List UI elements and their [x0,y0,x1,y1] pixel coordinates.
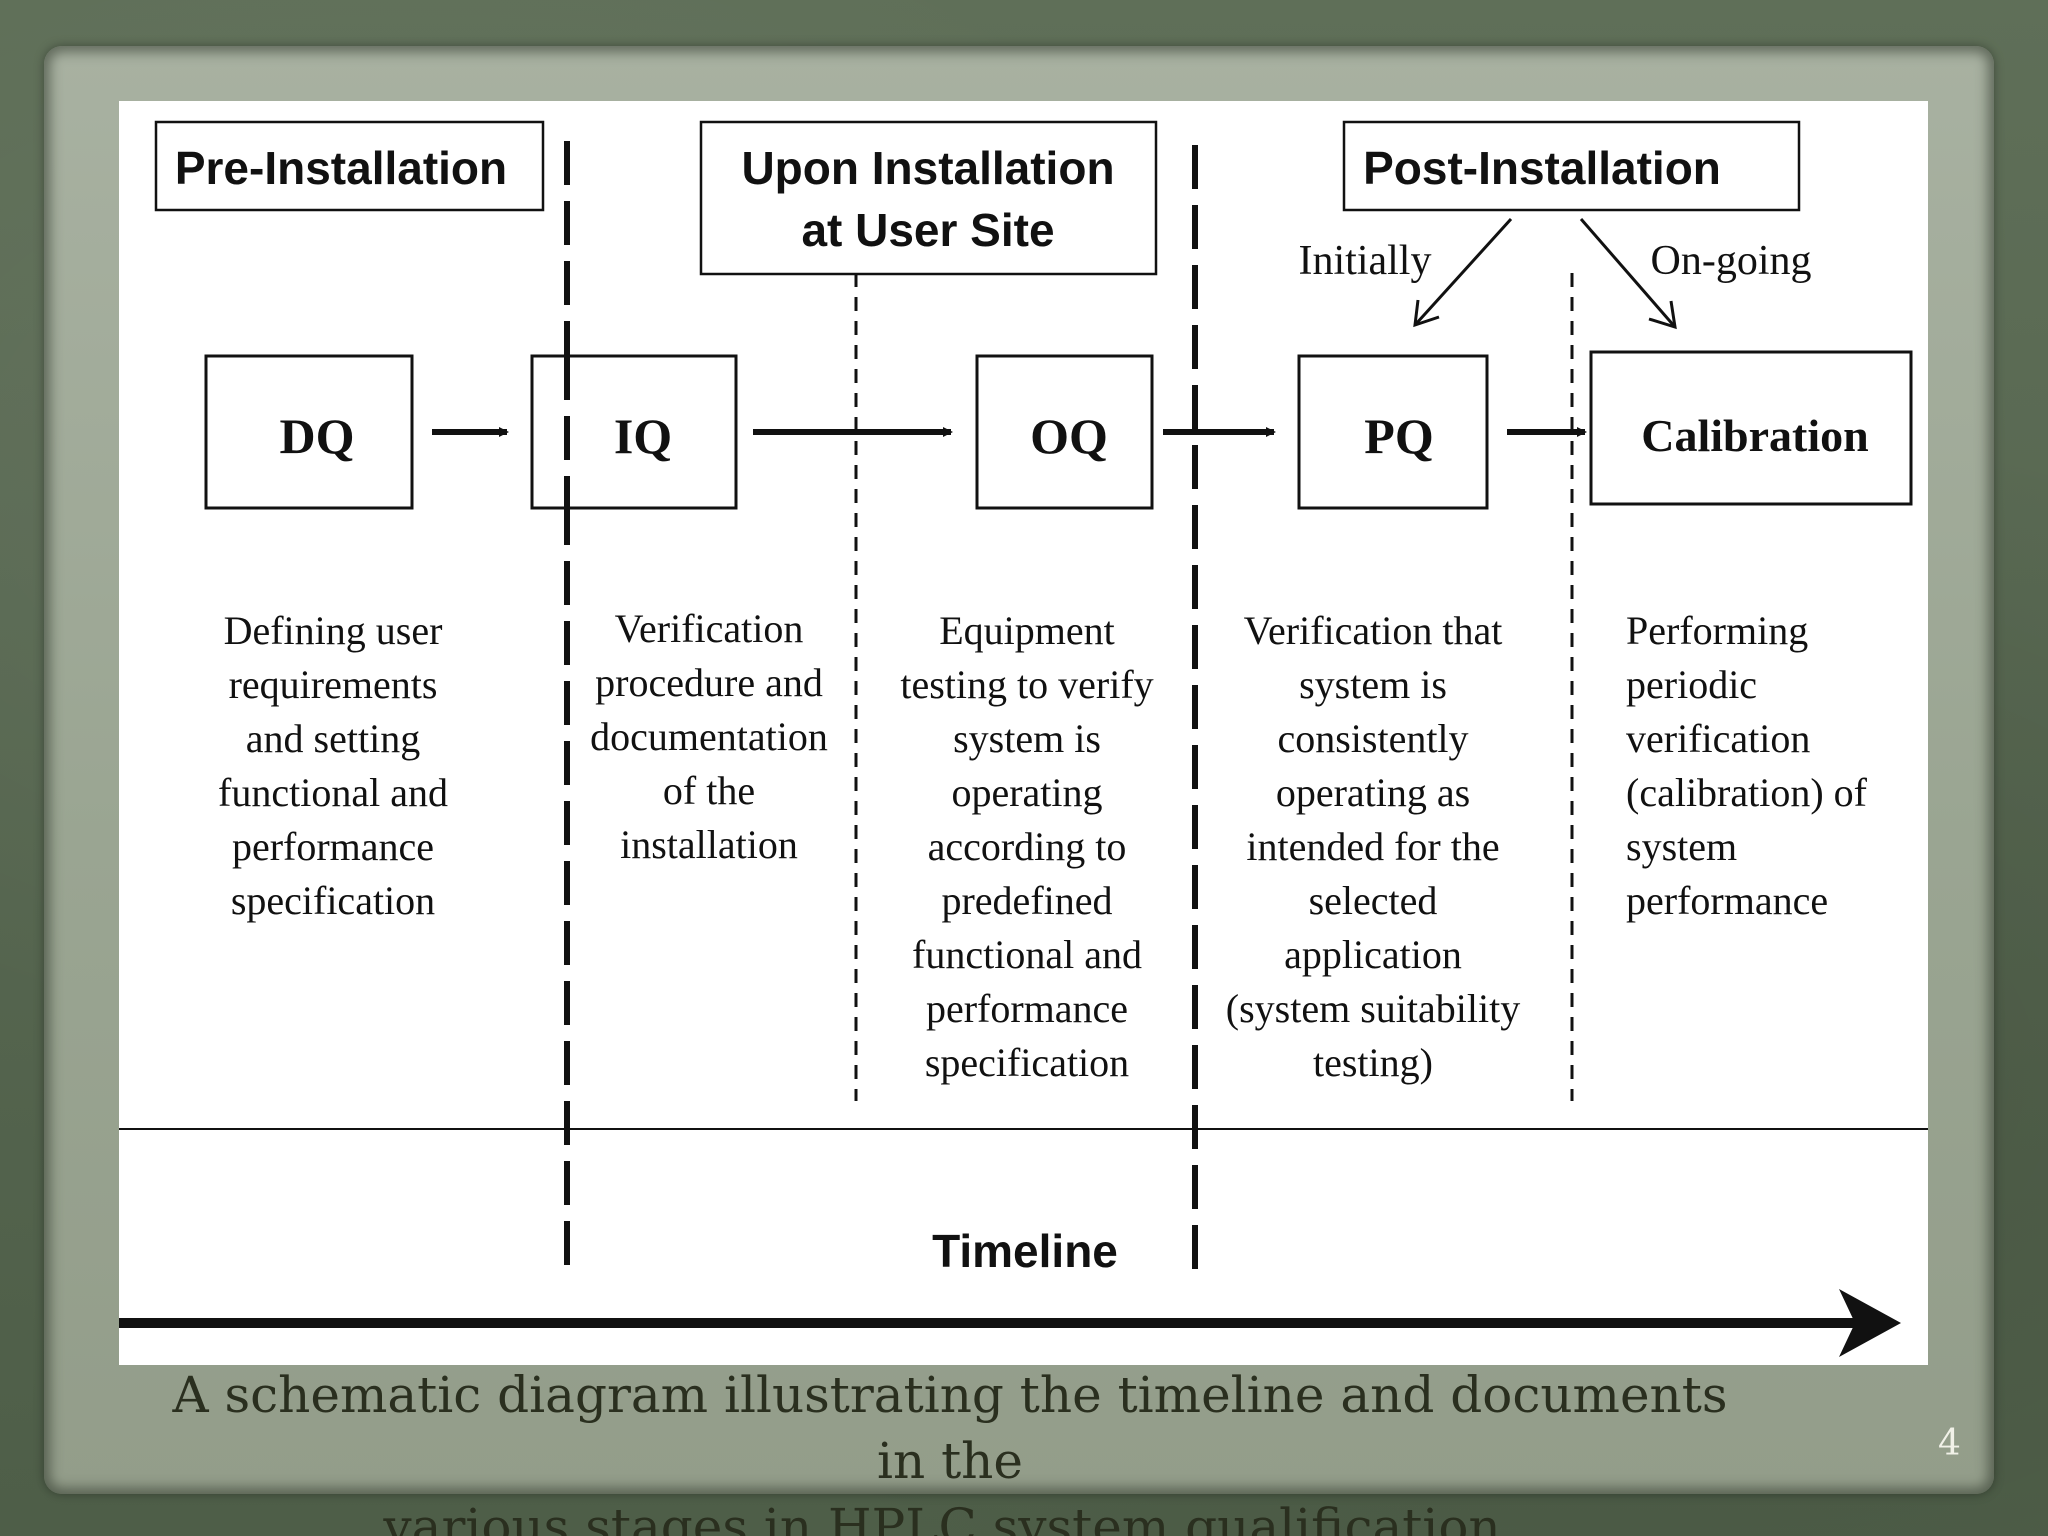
oq-description-line: performance [926,986,1128,1031]
post-installation-box [1342,120,1801,212]
post-installation-label: Post-Installation [1363,142,1721,194]
calibration-description-line: (calibration) of [1626,770,1868,815]
oq-description-line: operating [951,770,1102,815]
calibration-box [1589,350,1913,506]
calibration-description-line: periodic [1626,662,1757,707]
dq-description-line: requirements [229,662,438,707]
pq-box [1297,354,1489,510]
oq-description-line: according to [928,824,1127,869]
dq-label: DQ [280,408,355,464]
on-going-arrow [1579,218,1677,330]
timeline-arrow-head [1839,1289,1901,1357]
pq-description-line: (system suitability [1226,986,1520,1031]
pq-description-line: intended for the [1246,824,1499,869]
iq-description-line: of the [663,768,755,813]
timeline-label: Timeline [932,1225,1118,1277]
dq-description-line: performance [232,824,434,869]
pre-installation-label: Pre-Installation [175,142,507,194]
upon-installation-box [699,120,1158,276]
calibration-description-line: verification [1626,716,1810,761]
dq-description-line: specification [231,878,435,923]
dq-description-line: functional and [218,770,448,815]
qualification-diagram: Pre-Installation Upon Installation at Us… [119,101,1928,1365]
pq-description-line: application [1284,932,1462,977]
iq-description-line: procedure and [595,660,823,705]
oq-description-line: predefined [941,878,1112,923]
upon-installation-label-line1: Upon Installation [741,142,1114,194]
oq-label: OQ [1030,408,1108,464]
initially-label: Initially [1299,238,1432,284]
calibration-description: Performing periodic verification (calibrati… [1626,608,1868,923]
pq-description-line: Verification that [1244,608,1503,653]
figure-caption: A schematic diagram illustrating the tim… [160,1362,1740,1536]
oq-description-line: system is [953,716,1101,761]
pre-installation-box [154,120,545,212]
initially-arrow [1413,217,1513,328]
oq-description-line: Equipment [939,608,1115,653]
dq-box [204,354,414,510]
pq-description-line: testing) [1313,1040,1433,1085]
slide-page-number: 4 [1938,1423,1961,1464]
dq-description: Defining user requirements and setting func… [218,608,448,923]
iq-description: Verification procedure and documentation of… [590,606,828,867]
iq-label: IQ [614,408,672,464]
oq-description-line: specification [925,1040,1129,1085]
iq-description-line: Verification [615,606,804,651]
dq-description-line: Defining user [224,608,443,653]
oq-description-line: testing to verify [900,662,1153,707]
calibration-description-line: system [1626,824,1737,869]
pq-description-line: selected [1309,878,1438,923]
pq-description-line: operating as [1276,770,1470,815]
oq-description: Equipment testing to verify system is opera… [900,608,1153,1085]
dq-description-line: and setting [246,716,420,761]
pq-description-line: system is [1299,662,1447,707]
pq-description-line: consistently [1277,716,1468,761]
pq-label: PQ [1364,408,1433,464]
upon-installation-label-line2: at User Site [801,204,1054,256]
oq-box [975,354,1154,510]
calibration-description-line: Performing [1626,608,1808,653]
caption-line-1: A schematic diagram illustrating the tim… [172,1366,1728,1490]
diagram-canvas: Pre-Installation Upon Installation at Us… [119,120,1928,1357]
pq-description: Verification that system is consistently op… [1226,608,1520,1085]
oq-description-line: functional and [912,932,1142,977]
caption-line-2: various stages in HPLC system qualificat… [383,1498,1517,1536]
iq-description-line: documentation [590,714,828,759]
iq-description-line: installation [620,822,798,867]
on-going-label: On-going [1651,238,1812,284]
calibration-description-line: performance [1626,878,1828,923]
calibration-label: Calibration [1641,410,1868,461]
